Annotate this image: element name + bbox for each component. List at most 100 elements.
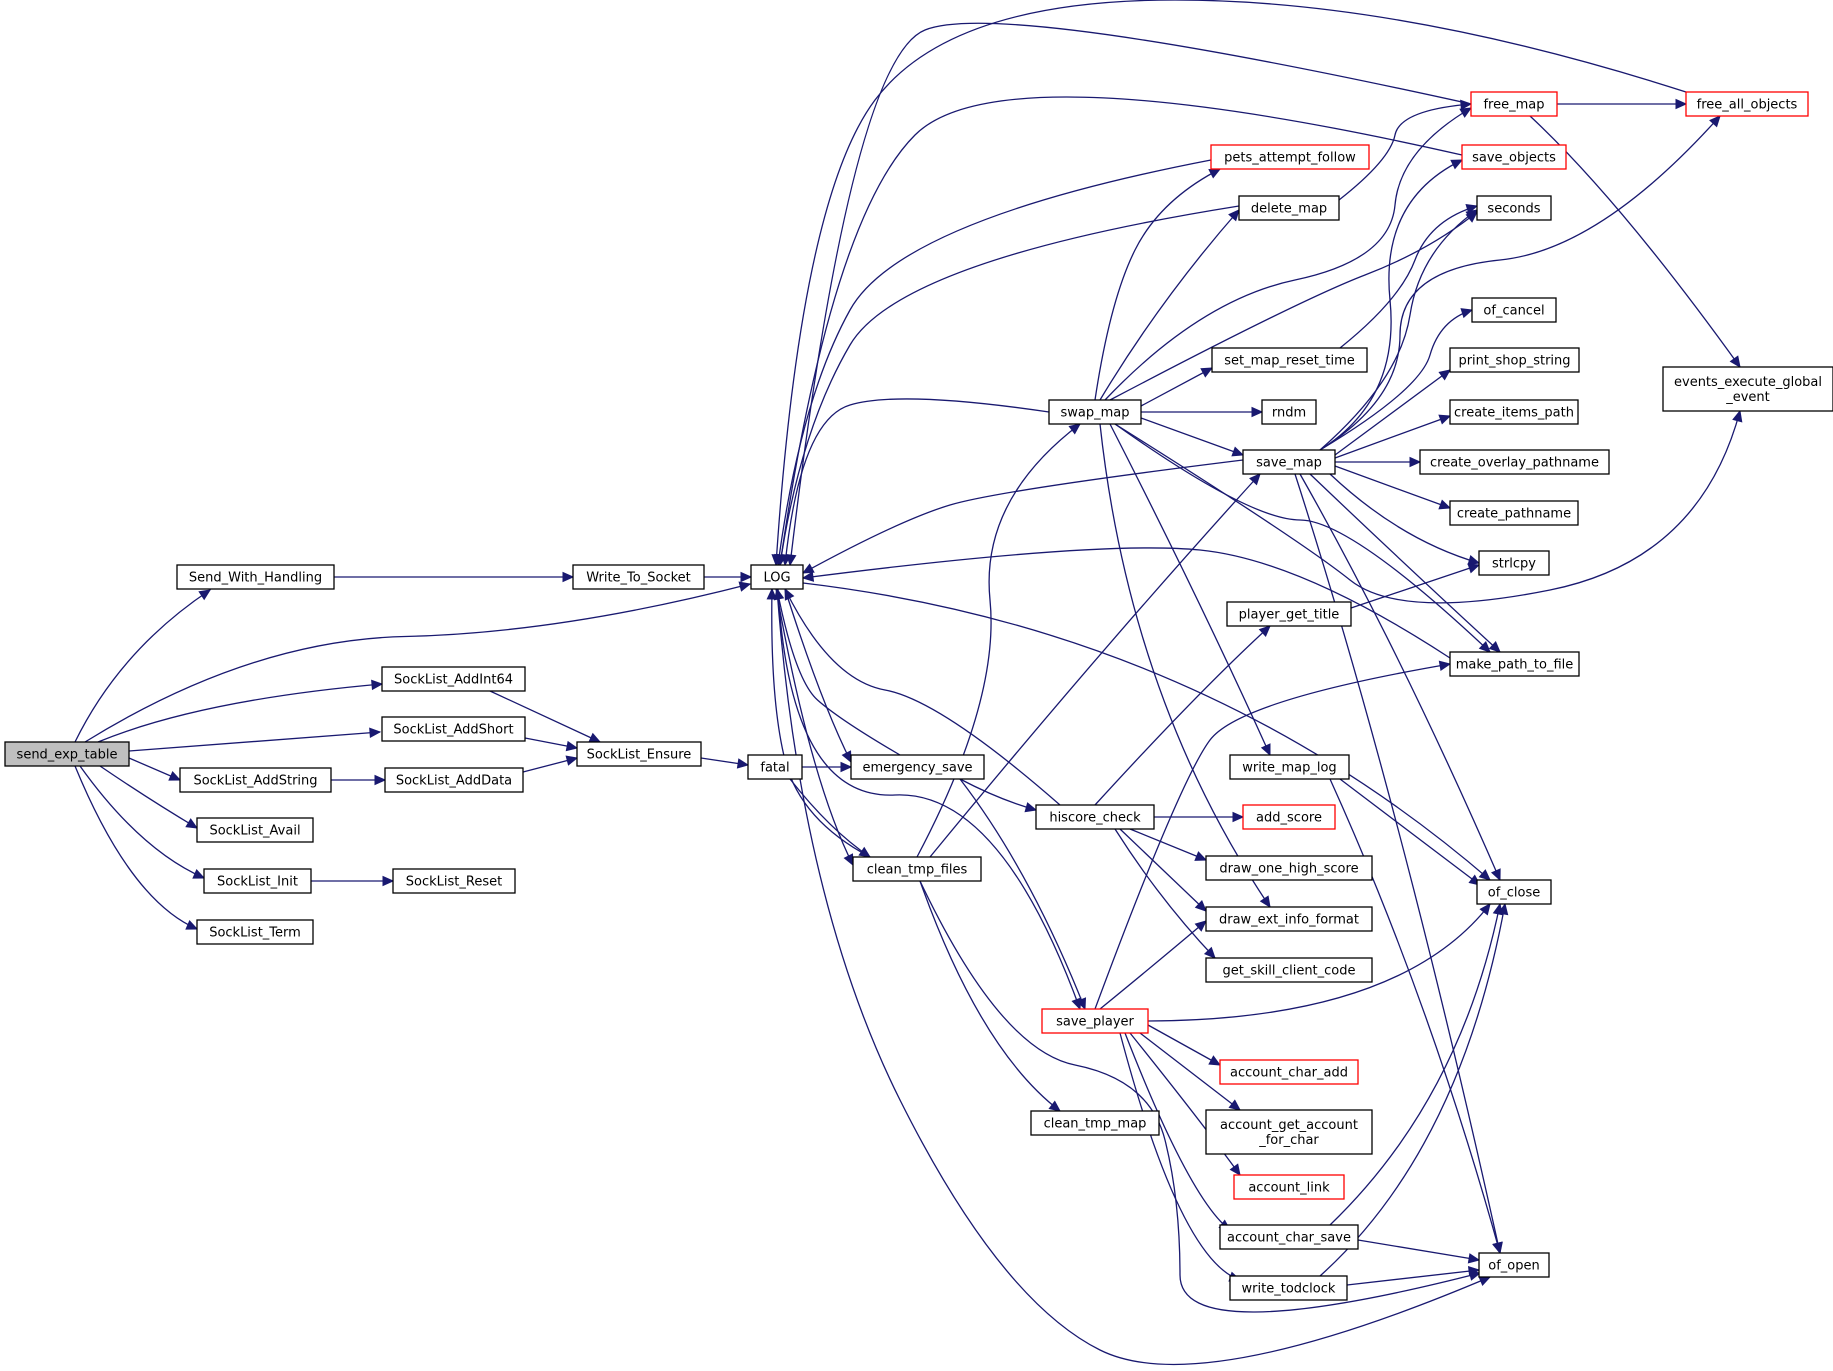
node-strlcpy[interactable]: strlcpy (1478, 550, 1550, 576)
node-free_map[interactable]: free_map (1470, 91, 1558, 117)
node-account_get_account_for_char[interactable]: account_get_account_for_char (1205, 1109, 1373, 1155)
node-label: send_exp_table (17, 748, 118, 763)
node-SockList_Term[interactable]: SockList_Term (196, 919, 314, 945)
edge-send_exp_table-to-Send_With_Handling (74, 589, 212, 743)
node-SockList_Reset[interactable]: SockList_Reset (392, 868, 516, 894)
edge-hiscore_check-to-LOG (784, 587, 1061, 806)
node-box (1478, 550, 1550, 576)
edge-clean_tmp_files-to-save_map (929, 473, 1261, 858)
node-hiscore_check[interactable]: hiscore_check (1035, 804, 1155, 830)
node-label: make_path_to_file (1456, 658, 1574, 673)
node-label: add_score (1256, 811, 1322, 826)
node-label: pets_attempt_follow (1224, 151, 1356, 166)
node-pets_attempt_follow[interactable]: pets_attempt_follow (1210, 144, 1370, 170)
node-label: SockList_Reset (406, 875, 502, 890)
edge-SockList_Ensure-to-fatal (700, 757, 750, 769)
edge-send_exp_table-to-SockList_Term (74, 765, 199, 930)
node-label: SockList_AddData (396, 774, 512, 789)
node-label: _for_char (1258, 1133, 1319, 1148)
node-box (1476, 195, 1552, 221)
edge-clean_tmp_files-to-of_open (919, 880, 1482, 1313)
node-fatal[interactable]: fatal (747, 754, 803, 780)
node-Send_With_Handling[interactable]: Send_With_Handling (176, 564, 335, 590)
node-events_execute_global_event[interactable]: events_execute_global_event (1662, 366, 1833, 412)
node-label: free_all_objects (1697, 98, 1798, 113)
node-of_close[interactable]: of_close (1476, 879, 1552, 905)
node-account_char_add[interactable]: account_char_add (1219, 1059, 1359, 1085)
edge-clean_tmp_files-to-LOG (766, 587, 871, 858)
edge-save_map-to-create_overlay_pathname (1335, 456, 1422, 468)
edge-send_exp_table-to-SockList_AddShort (128, 727, 382, 752)
node-delete_map[interactable]: delete_map (1238, 195, 1340, 221)
node-label: player_get_title (1239, 608, 1340, 623)
node-label: events_execute_global (1674, 375, 1822, 390)
node-clean_tmp_files[interactable]: clean_tmp_files (852, 856, 982, 882)
node-box (1219, 1059, 1359, 1085)
edge-emergency_save-to-hiscore_check (959, 778, 1038, 813)
node-label: create_pathname (1457, 507, 1571, 522)
node-SockList_AddShort[interactable]: SockList_AddShort (381, 716, 526, 742)
node-write_todclock[interactable]: write_todclock (1229, 1275, 1348, 1301)
node-label: Send_With_Handling (189, 571, 322, 586)
node-send_exp_table[interactable]: send_exp_table (4, 741, 130, 767)
node-of_open[interactable]: of_open (1478, 1252, 1550, 1278)
node-box (1205, 957, 1373, 983)
node-SockList_AddData[interactable]: SockList_AddData (384, 767, 524, 793)
node-save_player[interactable]: save_player (1041, 1008, 1149, 1034)
edge-save_map-to-seconds (1319, 209, 1478, 451)
node-box (1030, 1110, 1160, 1136)
node-SockList_Ensure[interactable]: SockList_Ensure (576, 741, 702, 767)
node-box (850, 754, 985, 780)
node-save_objects[interactable]: save_objects (1461, 144, 1567, 170)
node-box (1476, 879, 1552, 905)
node-create_pathname[interactable]: create_pathname (1449, 500, 1579, 526)
node-clean_tmp_map[interactable]: clean_tmp_map (1030, 1110, 1160, 1136)
edge-swap_map-to-rndm (1141, 406, 1264, 418)
node-draw_one_high_score[interactable]: draw_one_high_score (1205, 855, 1373, 881)
node-seconds[interactable]: seconds (1476, 195, 1552, 221)
node-of_cancel[interactable]: of_cancel (1471, 297, 1557, 323)
node-SockList_AddInt64[interactable]: SockList_AddInt64 (381, 666, 526, 692)
node-create_overlay_pathname[interactable]: create_overlay_pathname (1419, 449, 1610, 475)
node-write_map_log[interactable]: write_map_log (1229, 754, 1350, 780)
node-emergency_save[interactable]: emergency_save (850, 754, 985, 780)
node-set_map_reset_time[interactable]: set_map_reset_time (1211, 347, 1368, 373)
node-Write_To_Socket[interactable]: Write_To_Socket (572, 564, 705, 590)
node-box (1238, 195, 1340, 221)
node-SockList_Avail[interactable]: SockList_Avail (196, 817, 314, 843)
edge-write_todclock-to-of_open (1346, 1265, 1481, 1286)
node-account_char_save[interactable]: account_char_save (1219, 1224, 1359, 1250)
node-get_skill_client_code[interactable]: get_skill_client_code (1205, 957, 1373, 983)
node-box (203, 868, 312, 894)
node-label: print_shop_string (1458, 354, 1570, 369)
node-SockList_Init[interactable]: SockList_Init (203, 868, 312, 894)
node-label: delete_map (1251, 202, 1327, 217)
node-create_items_path[interactable]: create_items_path (1449, 399, 1579, 425)
node-box (1205, 855, 1373, 881)
edge-save_map-to-make_path_to_file (1309, 473, 1501, 653)
edge-clean_tmp_files-to-clean_tmp_map (919, 880, 1061, 1112)
node-box (1449, 399, 1579, 425)
node-free_all_objects[interactable]: free_all_objects (1685, 91, 1809, 117)
node-print_shop_string[interactable]: print_shop_string (1449, 347, 1580, 373)
node-label: save_map (1256, 456, 1322, 471)
node-player_get_title[interactable]: player_get_title (1226, 601, 1352, 627)
edge-save_map-to-free_all_objects (1319, 115, 1721, 451)
node-label: of_close (1488, 886, 1541, 901)
node-save_map[interactable]: save_map (1242, 449, 1336, 475)
node-rndm[interactable]: rndm (1261, 399, 1317, 425)
node-label: rndm (1272, 406, 1306, 421)
node-add_score[interactable]: add_score (1242, 804, 1336, 830)
edge-send_exp_table-to-SockList_Avail (99, 765, 199, 829)
node-swap_map[interactable]: swap_map (1048, 399, 1142, 425)
node-SockList_AddString[interactable]: SockList_AddString (179, 767, 332, 793)
edge-make_path_to_file-to-LOG (801, 547, 1451, 659)
node-label: draw_one_high_score (1219, 862, 1358, 877)
node-make_path_to_file[interactable]: make_path_to_file (1449, 651, 1580, 677)
edge-free_map-to-free_all_objects (1557, 98, 1688, 110)
node-LOG[interactable]: LOG (750, 564, 804, 590)
node-box (1478, 1252, 1550, 1278)
node-account_link[interactable]: account_link (1233, 1174, 1345, 1200)
edge-LOG-to-emergency_save (784, 588, 852, 764)
node-draw_ext_info_format[interactable]: draw_ext_info_format (1205, 906, 1373, 932)
